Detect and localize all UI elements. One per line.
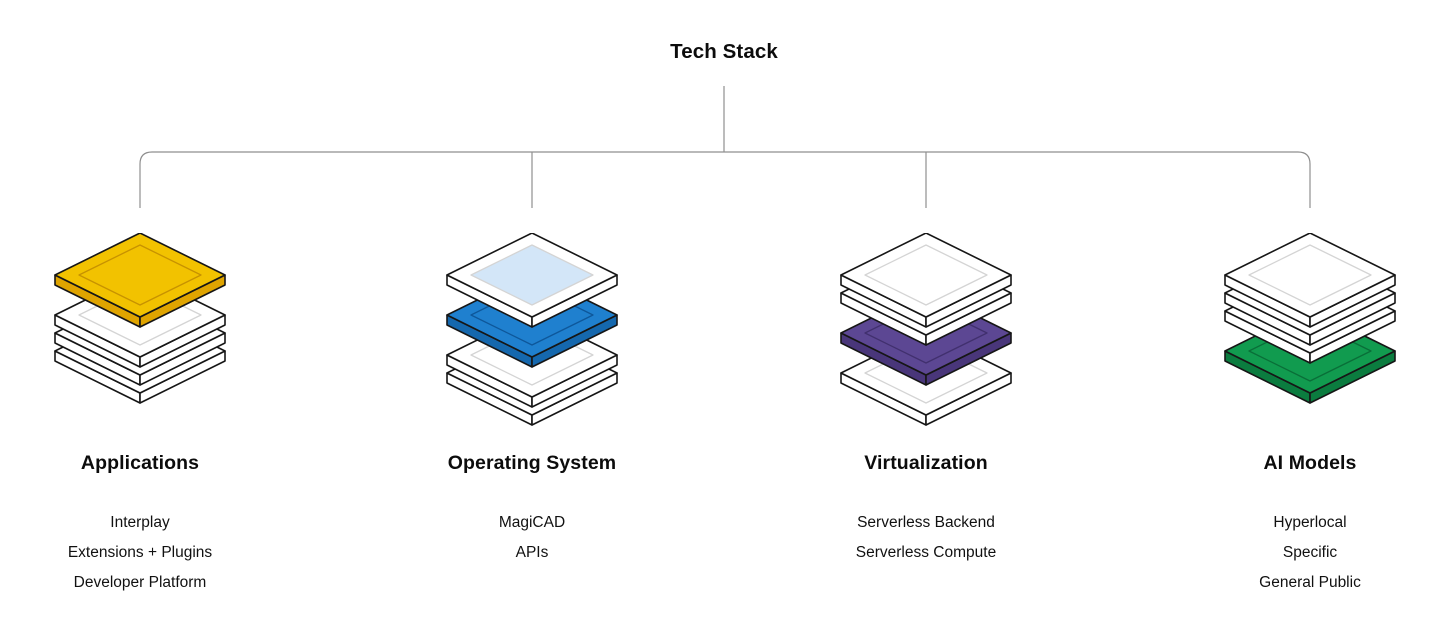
layer-stack-icon-applications [54, 233, 226, 404]
layer-stack-icon-operating-system [446, 233, 618, 426]
stack-layer [840, 233, 1012, 328]
stack-layer [446, 233, 618, 328]
column-title-applications: Applications [80, 452, 200, 474]
stack-item-label: APIs [515, 544, 549, 561]
stack-item-label: Serverless Backend [857, 514, 995, 531]
stack-item-label: Extensions + Plugins [67, 544, 213, 561]
stack-item-label: Serverless Compute [855, 544, 997, 561]
stack-item-label: Interplay [110, 514, 170, 531]
column-title-ai-models: AI Models [1263, 452, 1357, 474]
stack-layer [54, 233, 226, 328]
layer-stack-icon-ai-models [1224, 233, 1396, 404]
column-title-virtualization: Virtualization [864, 452, 988, 474]
stack-item-label: MagiCAD [498, 514, 566, 531]
column-title-operating-system: Operating System [447, 452, 617, 474]
stack-item-label: Hyperlocal [1273, 514, 1347, 531]
stack-item-label: General Public [1259, 574, 1361, 591]
layer-stack-icon-virtualization [840, 233, 1012, 426]
stack-layer [1224, 233, 1396, 328]
stack-item-label: Developer Platform [73, 574, 207, 591]
diagram-title: Tech Stack [670, 40, 778, 63]
column-operating-system: Operating System MagiCAD APIs [382, 0, 682, 629]
column-items-operating-system: MagiCAD APIs [382, 508, 682, 568]
stack-item-label: Specific [1282, 544, 1338, 561]
